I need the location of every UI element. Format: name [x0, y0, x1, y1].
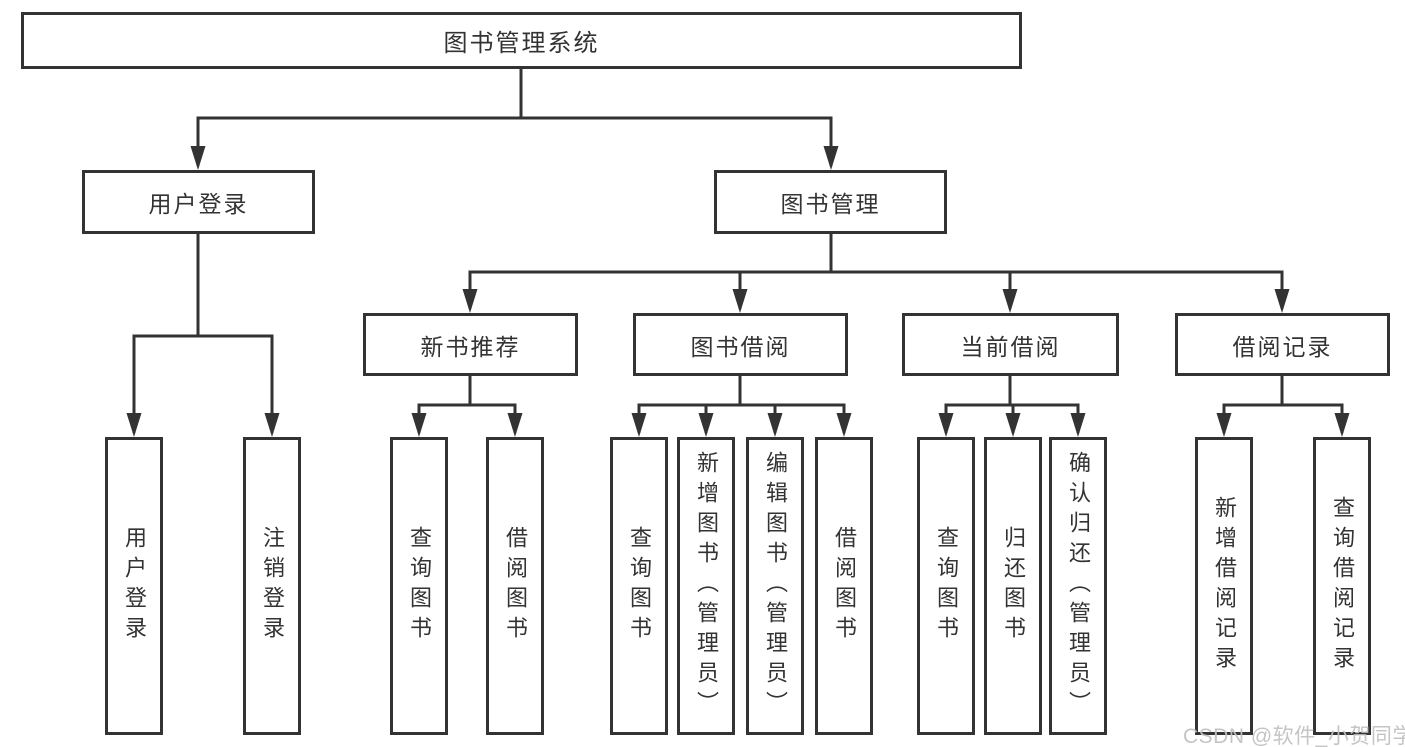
- leaf-query-books-borrowing: 查询图书: [610, 437, 668, 735]
- node-label: 图书管理系统: [443, 30, 600, 57]
- node-book-management-branch: 图书管理: [714, 170, 947, 234]
- leaf-query-borrow-record: 查询借阅记录: [1313, 437, 1371, 735]
- node-library-management-system: 图书管理系统: [21, 12, 1022, 69]
- node-label: 查询图书: [934, 526, 959, 646]
- node-label: 图书借阅: [690, 333, 791, 360]
- leaf-edit-books-admin: 编辑图书（管理员）: [746, 437, 804, 735]
- node-label: 借阅图书: [503, 526, 528, 646]
- node-label: 新增图书（管理员）: [694, 451, 719, 721]
- node-label: 注销登录: [260, 526, 285, 646]
- csdn-watermark: CSDN @软件_小贺同学: [1183, 725, 1405, 747]
- node-label: 图书管理: [780, 191, 881, 217]
- node-label: 归还图书: [1001, 526, 1026, 646]
- leaf-return-books: 归还图书: [984, 437, 1042, 735]
- node-label: 用户登录: [148, 191, 249, 217]
- leaf-add-books-admin: 新增图书（管理员）: [677, 437, 735, 735]
- node-book-borrowing: 图书借阅: [633, 313, 848, 376]
- leaf-add-borrow-record: 新增借阅记录: [1195, 437, 1253, 735]
- node-label: 用户登录: [122, 526, 147, 646]
- node-label: 确认归还（管理员）: [1066, 451, 1091, 721]
- leaf-query-books-current: 查询图书: [917, 437, 975, 735]
- node-label: 新书推荐: [420, 333, 521, 360]
- leaf-logout: 注销登录: [243, 437, 301, 735]
- node-label: 查询借阅记录: [1330, 496, 1355, 676]
- node-label: 借阅记录: [1232, 333, 1333, 360]
- leaf-borrow-books: 借阅图书: [815, 437, 873, 735]
- node-label: 当前借阅: [960, 333, 1061, 360]
- node-user-login-branch: 用户登录: [82, 170, 315, 234]
- node-borrowing-records: 借阅记录: [1175, 313, 1390, 376]
- node-label: 查询图书: [407, 526, 432, 646]
- leaf-query-books-recommend: 查询图书: [390, 437, 448, 735]
- node-label: 编辑图书（管理员）: [763, 451, 788, 721]
- node-label: 查询图书: [627, 526, 652, 646]
- leaf-user-login: 用户登录: [105, 437, 163, 735]
- leaf-confirm-return-admin: 确认归还（管理员）: [1049, 437, 1107, 735]
- node-label: 新增借阅记录: [1212, 496, 1237, 676]
- node-new-book-recommendation: 新书推荐: [363, 313, 578, 376]
- node-label: 借阅图书: [832, 526, 857, 646]
- leaf-borrow-books-recommend: 借阅图书: [486, 437, 544, 735]
- node-current-borrowing: 当前借阅: [902, 313, 1119, 376]
